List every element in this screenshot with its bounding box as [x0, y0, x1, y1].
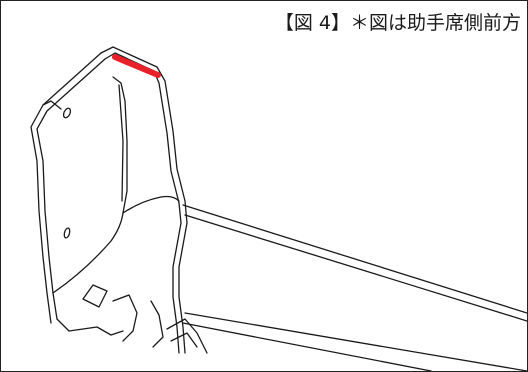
floor-rail-upper	[182, 204, 527, 314]
floor-bracket-lower-inner	[170, 332, 198, 348]
floor-rail-lower	[184, 312, 527, 371]
bottom-slot	[82, 284, 108, 308]
mounting-hole-upper	[62, 107, 72, 119]
flange-top-return	[42, 100, 62, 110]
left-flange-outer	[30, 52, 102, 324]
highlighted-top-edge	[112, 54, 161, 78]
left-flange-inner	[36, 58, 106, 320]
bottom-bracket-edge	[150, 300, 164, 348]
bottom-bracket-step	[112, 294, 138, 342]
panel-lower-curve-inner	[52, 212, 124, 294]
panel-lower-curve	[122, 195, 180, 214]
mounting-hole-lower	[63, 227, 71, 239]
floor-rail-upper-inner	[184, 214, 527, 322]
panel-inner-face	[112, 76, 128, 214]
floor-rail-lower-inner	[182, 322, 432, 371]
floor-bracket-lower	[166, 318, 208, 354]
side-panel-outer-edge	[100, 46, 188, 354]
bottom-bracket-outline	[56, 318, 124, 336]
panel-inner-shading-line	[118, 84, 124, 202]
figure-caption: 【図 4】＊図は助手席側前方	[274, 12, 521, 34]
